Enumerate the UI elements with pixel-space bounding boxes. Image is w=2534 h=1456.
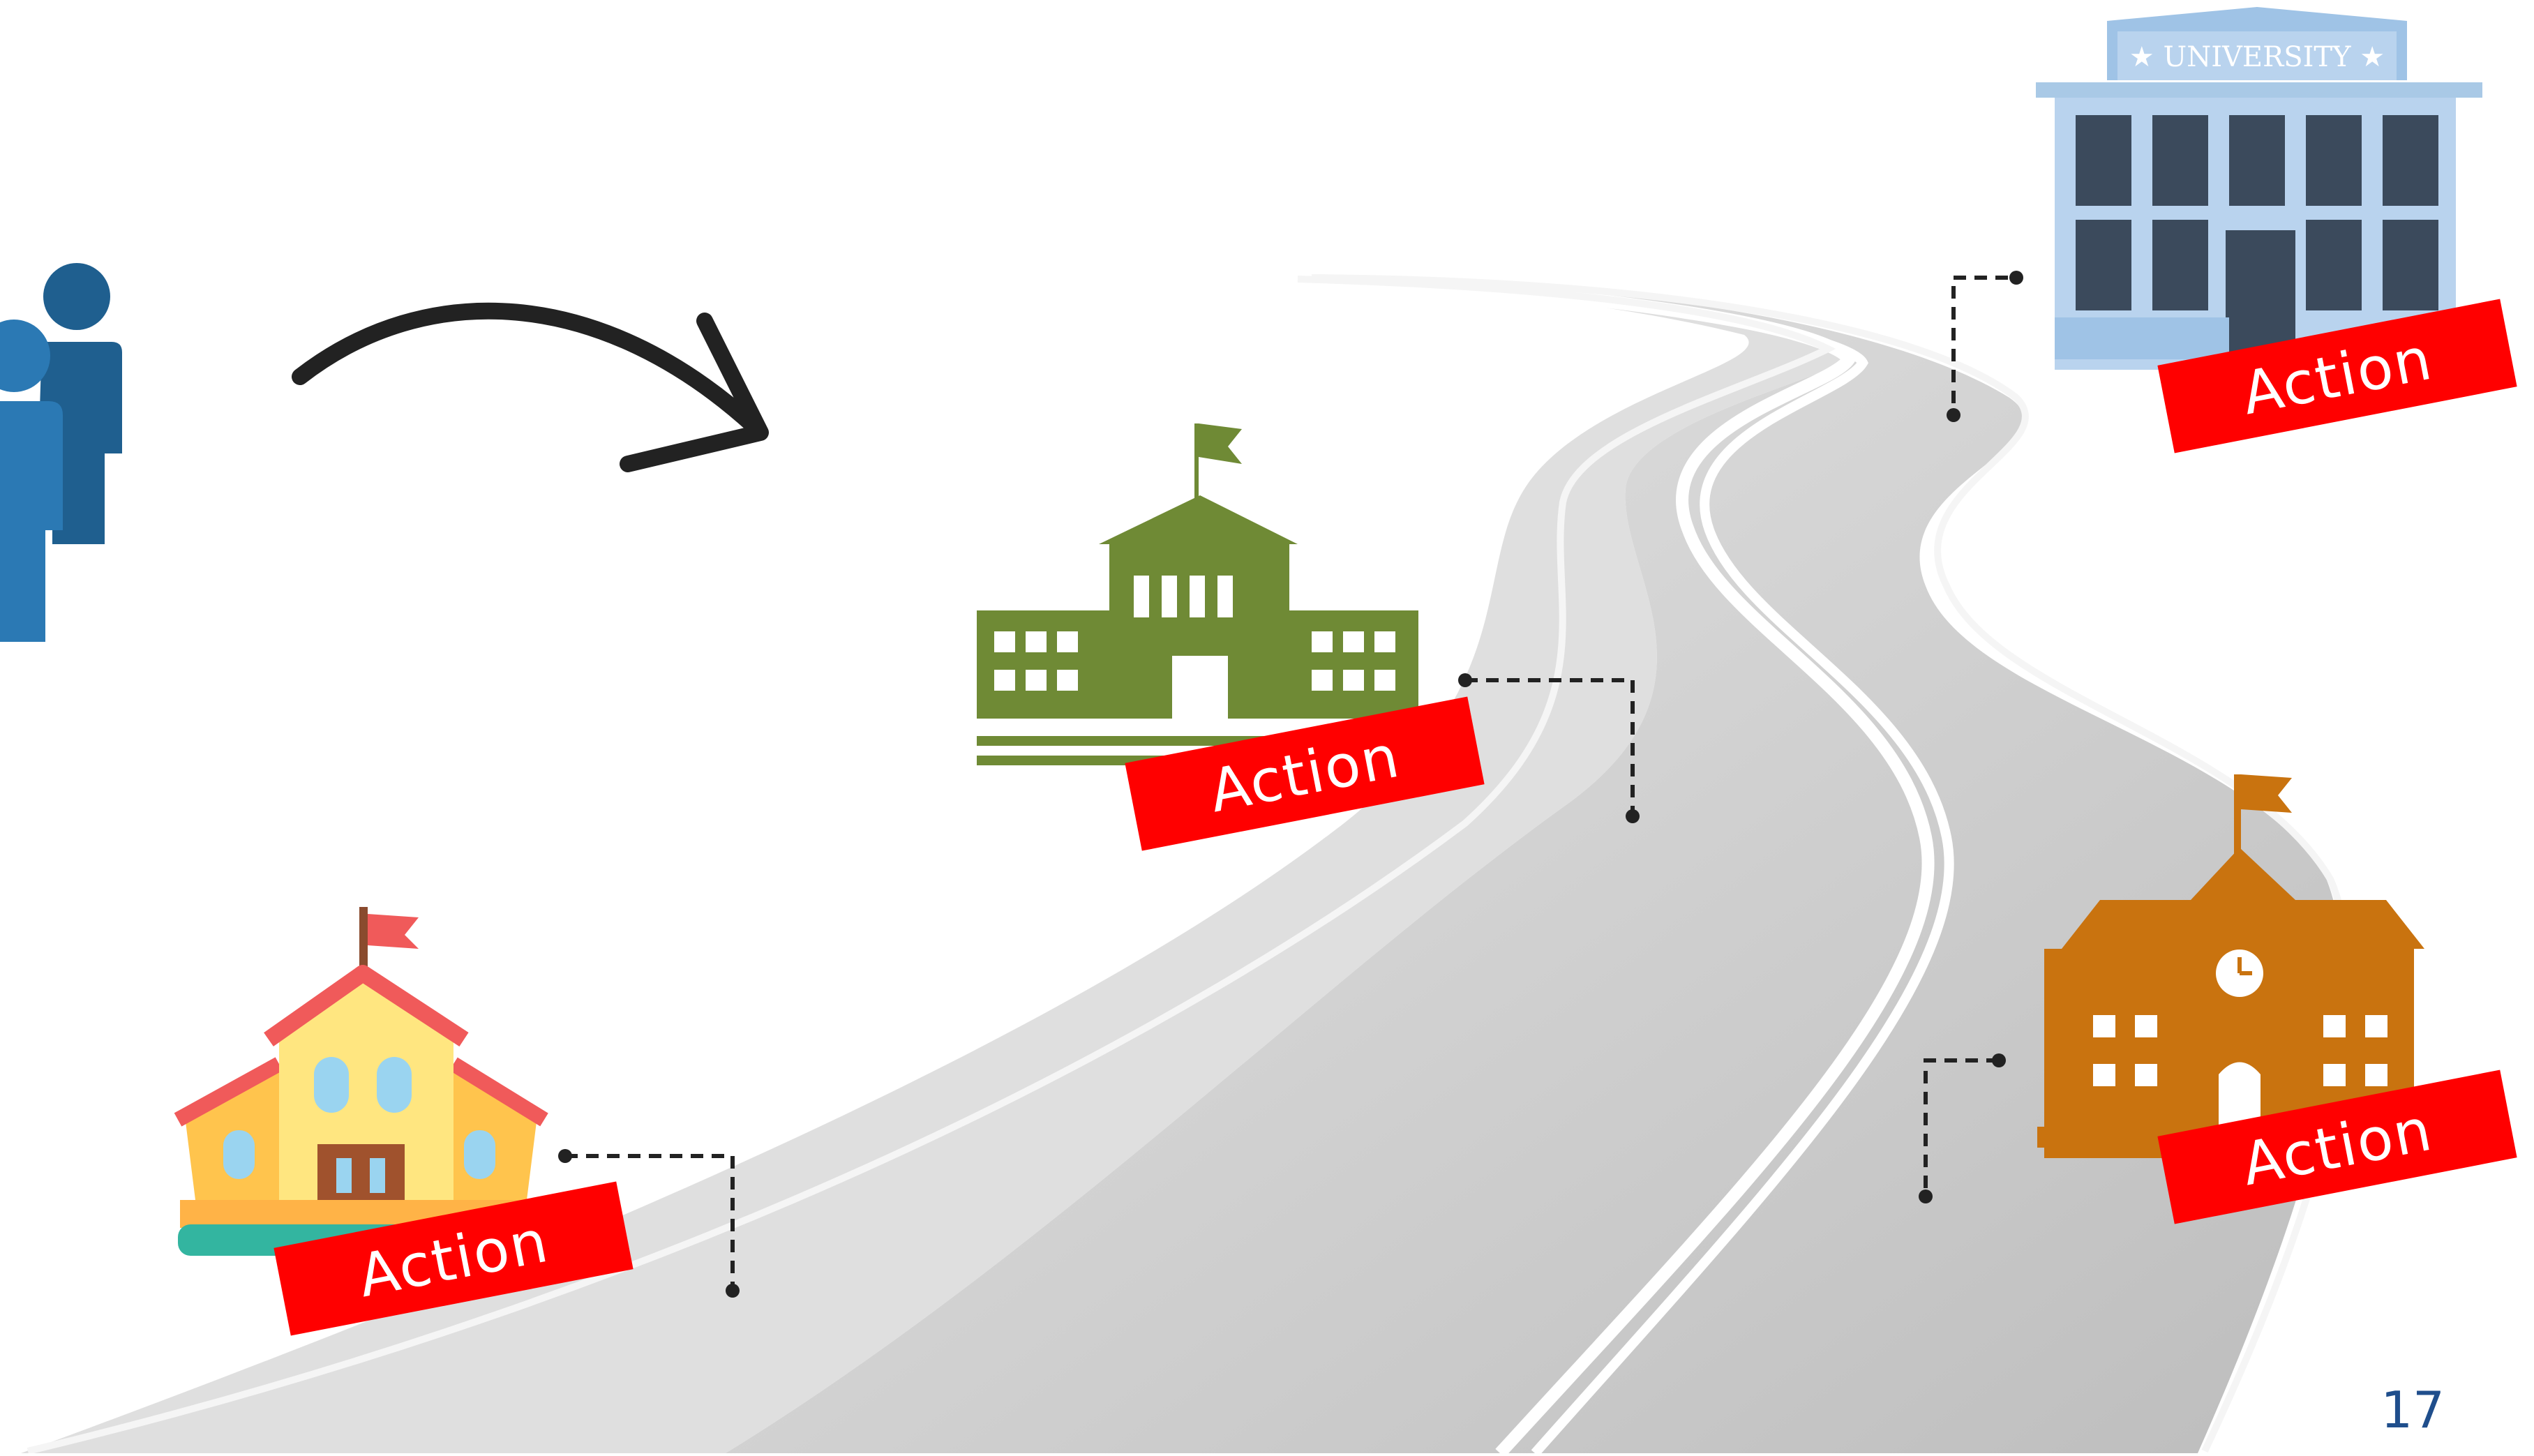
page-number: 17 [2381, 1381, 2445, 1439]
university-sign-text: ★ UNIVERSITY ★ [2129, 41, 2385, 73]
people-icon [0, 263, 122, 642]
primary-school-icon [178, 907, 544, 1256]
curved-arrow-icon [300, 311, 760, 464]
